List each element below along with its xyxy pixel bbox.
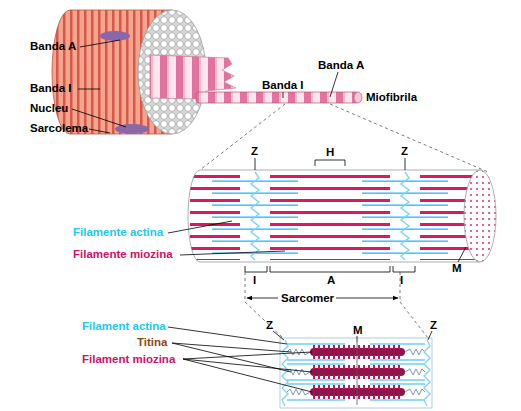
filament-label: Filament actina: [82, 321, 166, 333]
i-band-bracket: [245, 266, 267, 272]
sarcomere-detail: [280, 338, 432, 408]
actin-filament: [370, 383, 425, 384]
leader-line: [168, 221, 232, 233]
actin-filament: [287, 383, 345, 384]
myosin-heads: [313, 345, 403, 349]
z-line: [251, 172, 259, 260]
filament-label: Filament miozina: [82, 354, 175, 366]
line-letter: Z: [266, 320, 273, 332]
myosin-filament: [310, 388, 405, 396]
actin-filament: [370, 359, 425, 360]
line-letter: M: [353, 325, 363, 337]
filament-label: Filamente actina: [73, 227, 163, 239]
protein-label: Titina: [137, 337, 167, 349]
myosin-heads: [313, 365, 403, 369]
leader-line: [172, 343, 291, 372]
titin-spring: [405, 349, 425, 355]
i-band-bracket: [393, 266, 415, 272]
myosin-filaments: [270, 172, 390, 260]
z-line: [401, 172, 409, 260]
leader-line: [80, 40, 120, 47]
leader-line: [183, 352, 312, 359]
zoom-line: [200, 104, 285, 170]
single-myofibril: [196, 92, 358, 103]
actin-filament: [370, 363, 425, 364]
sarcomere-label: Sarcomer: [281, 293, 334, 305]
myosin-heads: [313, 385, 403, 389]
sarcomere-arrow: [247, 298, 278, 299]
actin-filament: [370, 343, 425, 344]
band-letter: I: [253, 275, 256, 287]
nucleus: [100, 31, 130, 41]
leader-line: [273, 331, 284, 340]
zone-letter: H: [326, 147, 334, 159]
leader-line: [183, 359, 312, 392]
a-band-bracket: [270, 266, 390, 272]
leader-line: [405, 158, 406, 170]
leader-line: [357, 336, 358, 342]
actin-filament: [287, 379, 345, 380]
leader-line: [330, 72, 338, 97]
band-letter: A: [327, 275, 335, 287]
part-label: Nucleu: [30, 103, 68, 115]
myofibril-segment: [188, 170, 480, 262]
band-letter: I: [400, 275, 403, 287]
segment-cross-section: [464, 170, 496, 262]
band-label: Banda I: [262, 80, 304, 92]
zoom-line: [245, 302, 283, 338]
titin-spring: [287, 389, 310, 395]
actin-filament: [287, 359, 345, 360]
zoom-line: [400, 302, 428, 338]
z-line: [282, 340, 288, 406]
band-label: Banda I: [30, 83, 72, 95]
myosin-filament: [310, 368, 405, 376]
line-letter: Z: [430, 320, 437, 332]
sarcomere-limit: [245, 272, 246, 302]
line-letter: Z: [401, 146, 408, 158]
myosin-filaments: [190, 172, 240, 260]
actin-filament: [370, 379, 425, 380]
leader-line: [180, 251, 285, 255]
actin-filament: [287, 343, 345, 344]
myosin-filament: [310, 348, 405, 356]
leader-line: [89, 129, 110, 133]
leader-line: [458, 247, 466, 262]
leader-line: [255, 158, 256, 170]
line-letter: Z: [251, 146, 258, 158]
band-label: Banda A: [30, 41, 76, 53]
leader-line: [428, 331, 432, 340]
myosin-heads: [313, 355, 403, 359]
part-label: Sarcolema: [30, 123, 88, 135]
leader-line: [183, 359, 312, 372]
m-line: [357, 342, 358, 405]
actin-filament: [287, 399, 345, 400]
titin-spring: [405, 369, 425, 375]
z-line: [424, 340, 430, 406]
band-label: Banda A: [318, 60, 364, 72]
myofibril-end: [354, 92, 362, 103]
h-bracket: [315, 160, 345, 166]
myosin-heads: [313, 375, 403, 379]
zoom-line: [330, 104, 488, 172]
leader-line: [78, 89, 100, 90]
titin-spring: [405, 389, 425, 395]
actin-filament: [287, 363, 345, 364]
nucleus: [115, 124, 149, 134]
leader-line: [283, 92, 284, 98]
sarcomere-arrow: [336, 298, 398, 299]
part-label: Miofibrila: [366, 92, 417, 104]
actin-filament: [370, 399, 425, 400]
line-letter: M: [452, 263, 462, 275]
filament-label: Filamente miozina: [73, 249, 173, 261]
myosin-heads: [313, 395, 403, 399]
